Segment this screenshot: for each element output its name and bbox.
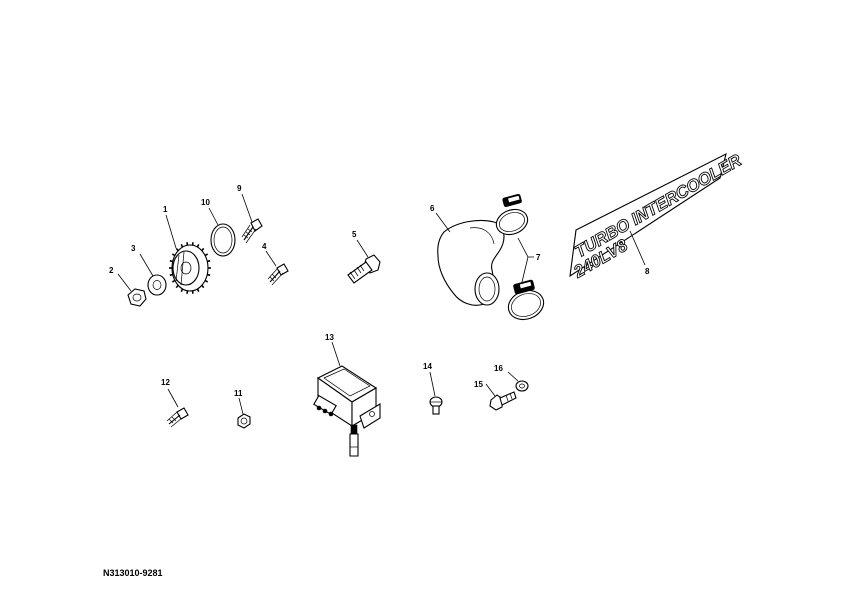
gear-tooth <box>196 244 200 248</box>
plug-part <box>429 396 443 415</box>
lock-nut-part <box>237 413 251 429</box>
bolt-15-part <box>489 391 517 411</box>
gear-tooth <box>201 247 205 252</box>
hose-clamp-lower-part <box>507 279 545 321</box>
decal-part: TURBO INTERCOOLER 240LV8 <box>569 150 746 283</box>
callout-16: 16 <box>494 364 503 373</box>
hose-clamp-upper-part <box>495 193 529 236</box>
leader-9 <box>241 193 253 223</box>
o-ring-part <box>210 223 236 257</box>
gear-tooth <box>201 284 205 289</box>
callout-13: 13 <box>325 333 334 342</box>
leader-2 <box>117 273 132 292</box>
callout-7: 7 <box>536 253 541 262</box>
leader-4 <box>265 250 277 267</box>
washer-part <box>147 274 167 296</box>
decal-line1: TURBO INTERCOOLER <box>572 150 746 261</box>
gear-tooth <box>204 253 209 257</box>
callout-12: 12 <box>161 378 170 387</box>
cap-screw-12-part <box>166 407 189 428</box>
gear-tooth <box>171 279 176 283</box>
hex-nut-part <box>127 288 147 307</box>
callout-1: 1 <box>163 205 168 214</box>
callout-11: 11 <box>234 389 243 398</box>
gear-tooth <box>196 288 200 292</box>
callout-5: 5 <box>352 230 357 239</box>
leader-14 <box>429 371 436 397</box>
leader-8 <box>629 230 646 266</box>
leader-15 <box>485 383 496 397</box>
gear-tooth <box>204 279 209 283</box>
callout-4: 4 <box>262 242 267 251</box>
leader-13 <box>331 341 341 367</box>
gear-part <box>169 242 211 294</box>
callout-6: 6 <box>430 204 435 213</box>
cap-screw-4-part <box>267 263 289 286</box>
leader-10 <box>208 207 219 226</box>
callout-8: 8 <box>645 267 650 276</box>
leader-5 <box>356 239 369 258</box>
gear-tooth <box>169 259 173 263</box>
callout-2: 2 <box>109 266 114 275</box>
leader-16 <box>507 371 519 382</box>
drawing-reference: N313010-9281 <box>103 568 163 578</box>
gear-tooth <box>180 244 184 248</box>
gear-tooth <box>175 247 179 252</box>
gear-tooth <box>207 273 211 277</box>
gear-tooth <box>175 284 179 289</box>
leader-11 <box>238 397 244 415</box>
leader-6 <box>435 212 451 233</box>
gear-tooth <box>207 259 211 263</box>
leader-12 <box>167 388 179 408</box>
callout-3: 3 <box>131 244 136 253</box>
leader-3 <box>139 253 154 277</box>
washer-16-part <box>515 380 529 392</box>
cap-screw-9-part <box>241 218 263 244</box>
relay-module-part <box>313 365 381 457</box>
callout-14: 14 <box>423 362 432 371</box>
gear-tooth <box>171 253 176 257</box>
gear-tooth <box>169 273 173 277</box>
callout-15: 15 <box>474 380 483 389</box>
elbow-hose-part <box>437 219 505 306</box>
callout-9: 9 <box>237 184 242 193</box>
gear-tooth <box>180 288 184 292</box>
leader-7 <box>517 237 534 283</box>
leader-1 <box>165 214 177 249</box>
callout-10: 10 <box>201 198 210 207</box>
banjo-bolt-part <box>347 254 381 284</box>
